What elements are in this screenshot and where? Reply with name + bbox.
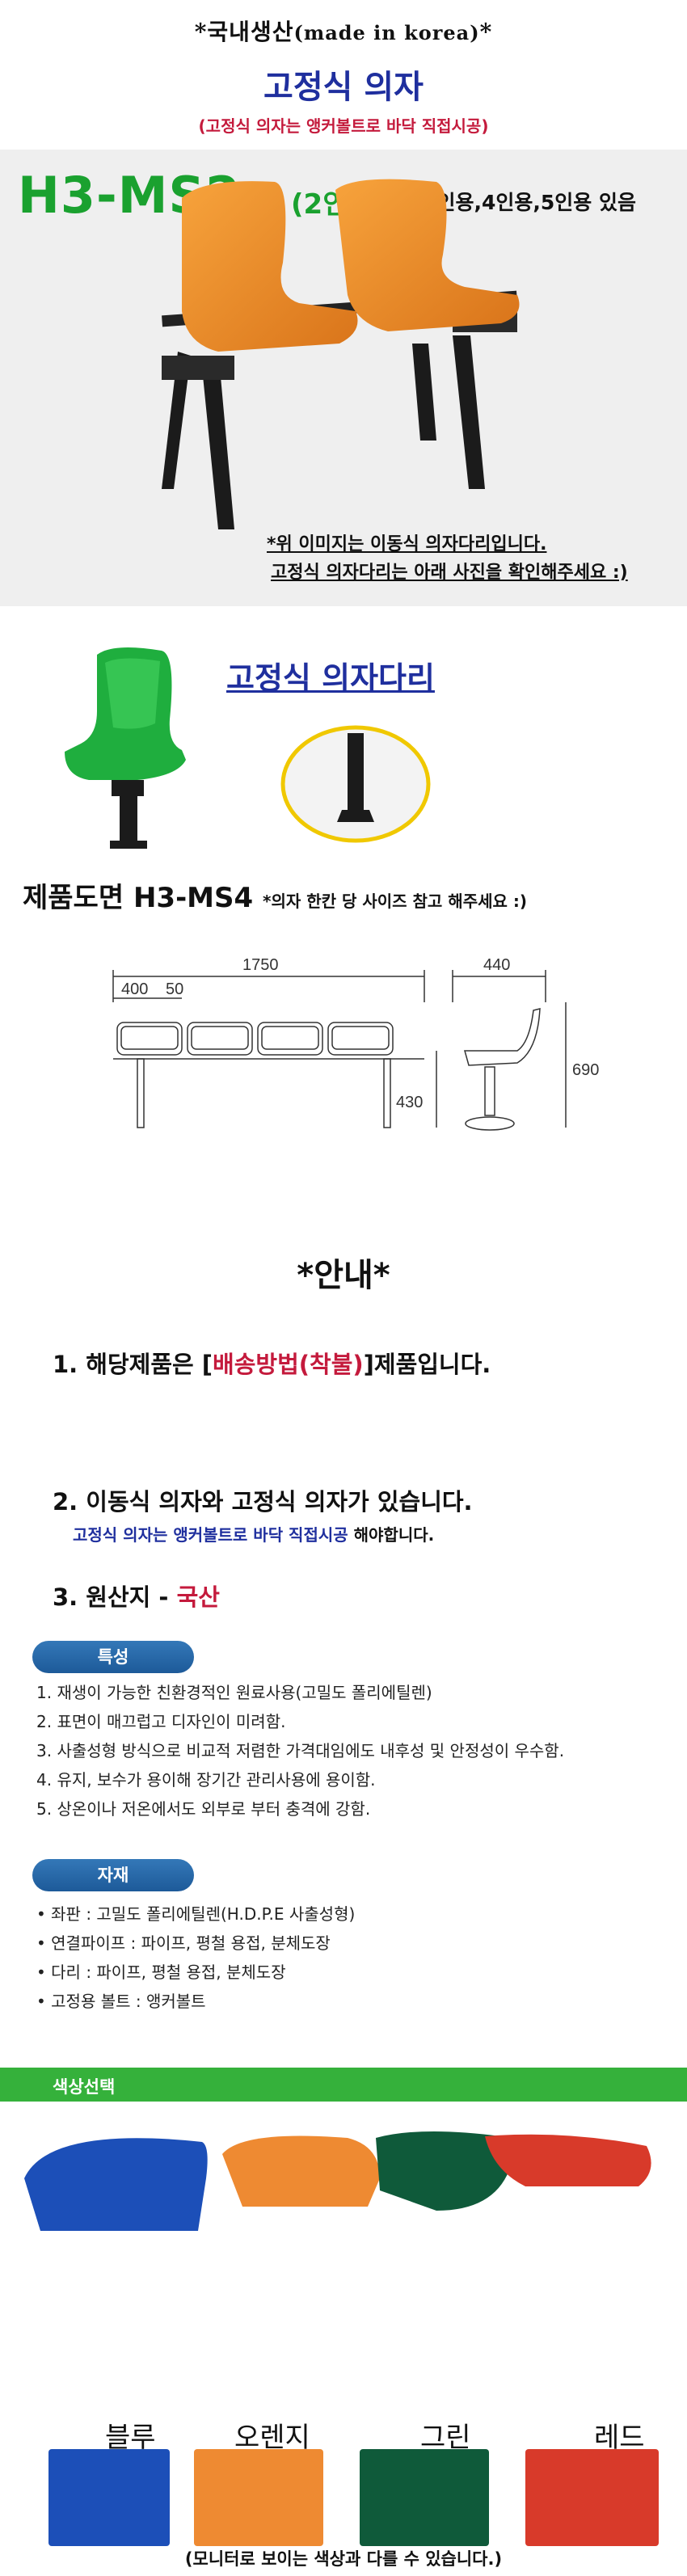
fixed-leg-closeup-image <box>280 725 431 843</box>
guide-3a: 3. 원산지 - <box>53 1583 177 1611</box>
material-item: • 연결파이프 : 파이프, 평철 용접, 분체도장 <box>36 1933 331 1953</box>
materials-list: • 좌판 : 고밀도 폴리에틸렌(H.D.P.E 사출성형) • 연결파이프 :… <box>36 1899 355 2016</box>
guide-title: *안내* <box>297 1257 390 1294</box>
seat-back-swatches <box>48 2449 659 2546</box>
material-item: • 다리 : 파이프, 평철 용접, 분체도장 <box>36 1963 286 1982</box>
color-name-green: 그린 <box>420 2422 471 2454</box>
material-item: • 좌판 : 고밀도 폴리에틸렌(H.D.P.E 사출성형) <box>36 1904 356 1924</box>
guide-3b: 국산 <box>176 1583 220 1611</box>
color-disclaimer: (모니터로 보이는 색상과 다를 수 있습니다.) <box>184 2549 503 2569</box>
color-section-label: 색상선택 <box>53 2077 116 2097</box>
guide-item-3: 3. 원산지 - 국산 <box>53 1579 220 1613</box>
color-name-blue: 블루 <box>105 2422 156 2454</box>
guide-item-2-sub: 고정식 의자는 앵커볼트로 바닥 직접시공 해야합니다. <box>73 1522 434 1545</box>
page-subtitle: (고정식 의자는 앵커볼트로 바닥 직접시공) <box>198 116 489 136</box>
feature-item: 2. 표면이 매끄럽고 디자인이 미려함. <box>36 1712 286 1731</box>
guide-1b: 배송방법(착불) <box>213 1351 364 1378</box>
guide-1a: 1. 해당제품은 [ <box>53 1351 213 1378</box>
materials-badge: 자재 <box>32 1859 194 1891</box>
guide-item-2: 2. 이동식 의자와 고정식 의자가 있습니다. <box>53 1488 473 1516</box>
color-section-bar <box>0 2068 687 2102</box>
made-en: (made in korea) <box>293 21 480 44</box>
made-end: * <box>479 19 493 45</box>
dim-430: 430 <box>396 1094 423 1111</box>
dim-1750: 1750 <box>242 956 279 974</box>
made-in-korea-text: *국내생산(made in korea)* <box>0 15 687 47</box>
drawing-title-text: 제품도면 H3-MS4 <box>23 882 254 914</box>
features-badge: 특성 <box>32 1641 194 1673</box>
seat-color-samples <box>24 2131 651 2231</box>
dim-690: 690 <box>572 1061 599 1079</box>
green-fixed-chair-image <box>65 647 186 849</box>
feature-item: 3. 사출성형 방식으로 비교적 저렴한 가격대임에도 내후성 및 안정성이 우… <box>36 1741 565 1760</box>
color-name-red: 레드 <box>594 2422 645 2454</box>
feature-item: 4. 유지, 보수가 용이해 장기간 관리사용에 용이함. <box>36 1770 376 1790</box>
feature-item: 1. 재생이 가능한 친환경적인 원료사용(고밀도 폴리에틸렌) <box>36 1683 432 1702</box>
drawing-note: *의자 한칸 당 사이즈 참고 해주세요 :) <box>263 892 527 911</box>
guide-item-1: 1. 해당제품은 [배송방법(착불)]제품입니다. <box>53 1346 491 1380</box>
guide-1c: ]제품입니다. <box>363 1351 491 1378</box>
fixed-leg-note: 고정식 의자다리는 아래 사진을 확인해주세요 :) <box>271 563 628 583</box>
page-title: 고정식 의자 <box>263 69 424 106</box>
drawing-title: 제품도면 H3-MS4 *의자 한칸 당 사이즈 참고 해주세요 :) <box>23 875 685 915</box>
feature-item: 5. 상온이나 저온에서도 외부로 부터 충격에 강함. <box>36 1799 371 1819</box>
material-item: • 고정용 볼트 : 앵커볼트 <box>36 1992 206 2011</box>
guide-2b2: 해야합니다. <box>348 1525 435 1545</box>
model-options: *3인용,4인용,5인용 있음 <box>412 191 636 214</box>
made-kr: *국내생산 <box>194 19 294 45</box>
dim-440: 440 <box>483 956 510 974</box>
guide-2b1: 고정식 의자는 앵커볼트로 바닥 직접시공 <box>73 1525 348 1545</box>
features-list: 1. 재생이 가능한 친환경적인 원료사용(고밀도 폴리에틸렌) 2. 표면이 … <box>36 1678 564 1823</box>
technical-drawing: 1750 400 50 440 690 430 <box>112 956 599 1131</box>
dim-400: 400 <box>121 980 148 998</box>
mobile-leg-note: *위 이미지는 이동식 의자다리입니다. <box>267 534 547 554</box>
color-name-orange: 오렌지 <box>234 2422 310 2454</box>
two-seat-chair-image <box>162 179 520 529</box>
dim-50: 50 <box>166 980 183 998</box>
product-panel: H3-MS2 (2인용) *3인용,4인용,5인용 있음 *위 이미지는 이동식… <box>0 150 687 606</box>
fixed-leg-title: 고정식 의자다리 <box>226 660 435 696</box>
